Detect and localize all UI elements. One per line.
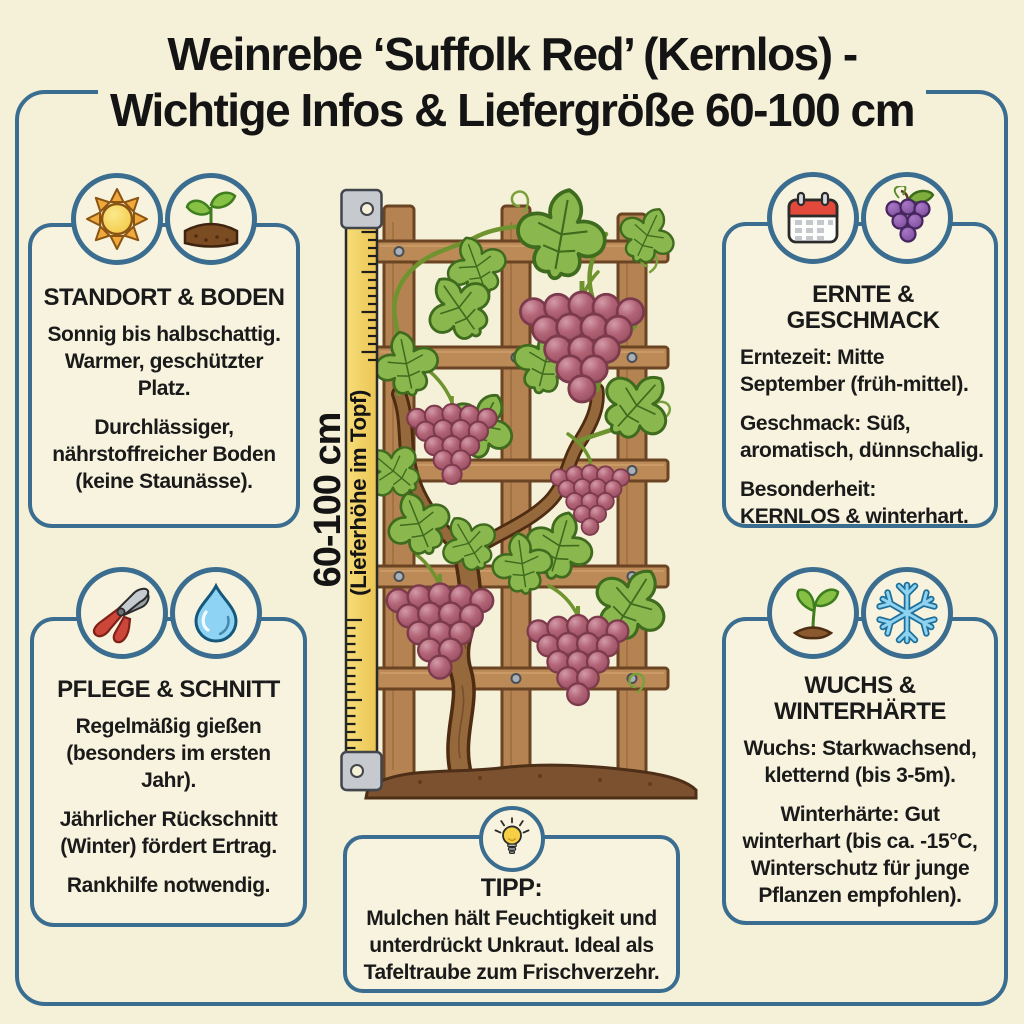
measure-note-label: (Lieferhöhe im Topf) [346, 390, 371, 596]
calendar-icon [787, 191, 839, 244]
ernte-icons [726, 172, 994, 264]
wuchs-row-wuchs: Wuchs: Starkwachsend, kletternd (bis 3-5… [743, 737, 977, 787]
tipp-box: TIPP: Mulchen hält Feuchtigkeit und unte… [343, 806, 680, 993]
page-title: Weinrebe ‘Suffolk Red’ (Kernlos) - Wicht… [0, 26, 1024, 138]
pflege-heading: PFLEGE & SCHNITT [57, 676, 280, 703]
pflege-icons [34, 567, 303, 659]
grapevine-illustration: 60-100 cm (Lieferhöhe im Topf) [307, 180, 698, 800]
ernte-row-erntezeit: Erntezeit: Mitte September (früh-mittel)… [740, 346, 969, 396]
tipp-icons [347, 806, 676, 872]
ernte-row-geschmack: Geschmack: Süß, aromatisch, dünnschalig. [740, 412, 984, 462]
ernte-row-besonderheit: Besonderheit:KERNLOS & winterhart. [740, 478, 969, 528]
tape-end-caps [340, 188, 383, 792]
ernte-geschmack-box: ERNTE & GESCHMACK Erntezeit: Mitte Septe… [722, 172, 998, 528]
standort-para2: Durchlässiger, nährstoffreicher Boden (k… [52, 416, 276, 493]
standort-para1: Sonnig bis halbschattig. Warmer, geschüt… [47, 323, 281, 400]
lightbulb-icon-circle [478, 806, 545, 872]
grapes-icon-circle [861, 172, 953, 264]
seedling-soil-icon [183, 191, 239, 248]
sun-icon-circle [71, 173, 163, 265]
measure-size-label: 60-100 cm [307, 413, 349, 588]
seedling-icon [792, 588, 840, 640]
wuchs-icons [726, 567, 994, 659]
pruning-shears-icon [92, 587, 150, 644]
snowflake-icon-circle [861, 567, 953, 659]
pflege-schnitt-box: PFLEGE & SCHNITT Regelmäßig gießen (beso… [30, 567, 307, 927]
wuchs-heading: WUCHS & WINTERHÄRTE [774, 672, 946, 725]
measuring-tape: 60-100 cm (Lieferhöhe im Topf) [307, 188, 383, 792]
ernte-heading: ERNTE & GESCHMACK [786, 281, 940, 334]
title-line1: Weinrebe ‘Suffolk Red’ (Kernlos) - [155, 26, 869, 82]
pflege-para2: Jährlicher Rückschnitt (Winter) fördert … [59, 808, 278, 858]
grapes-icon [885, 186, 935, 243]
sun-icon [86, 188, 148, 250]
pflege-para1: Regelmäßig gießen (besonders im ersten J… [66, 715, 271, 792]
standort-boden-box: STANDORT & BODEN Sonnig bis halbschattig… [28, 173, 300, 528]
seedling-soil-icon-circle [165, 173, 257, 265]
lightbulb-icon [494, 817, 529, 854]
soil-mound [364, 763, 698, 800]
tipp-text: Mulchen hält Feuchtigkeit und unterdrück… [363, 907, 660, 984]
pruning-shears-icon-circle [75, 567, 168, 659]
seedling-icon-circle [767, 567, 859, 659]
tape-ticks-bottom [347, 618, 362, 750]
tipp-heading: TIPP: [480, 874, 543, 902]
calendar-icon-circle [767, 172, 859, 264]
water-drop-icon [193, 582, 238, 643]
wuchs-winterhaerte-box: WUCHS & WINTERHÄRTE Wuchs: Starkwachsend… [722, 567, 998, 925]
snowflake-icon [875, 581, 939, 645]
standort-icons [32, 173, 296, 265]
tape-ticks-top [361, 230, 377, 362]
standort-heading: STANDORT & BODEN [43, 284, 285, 311]
pflege-para3: Rankhilfe notwendig. [66, 874, 271, 897]
wuchs-row-winterhaerte: Winterhärte: Gut winterhart (bis ca. -15… [742, 803, 978, 907]
water-drop-icon-circle [169, 567, 262, 659]
title-line2: Wichtige Infos & Liefergröße 60-100 cm [97, 82, 927, 138]
